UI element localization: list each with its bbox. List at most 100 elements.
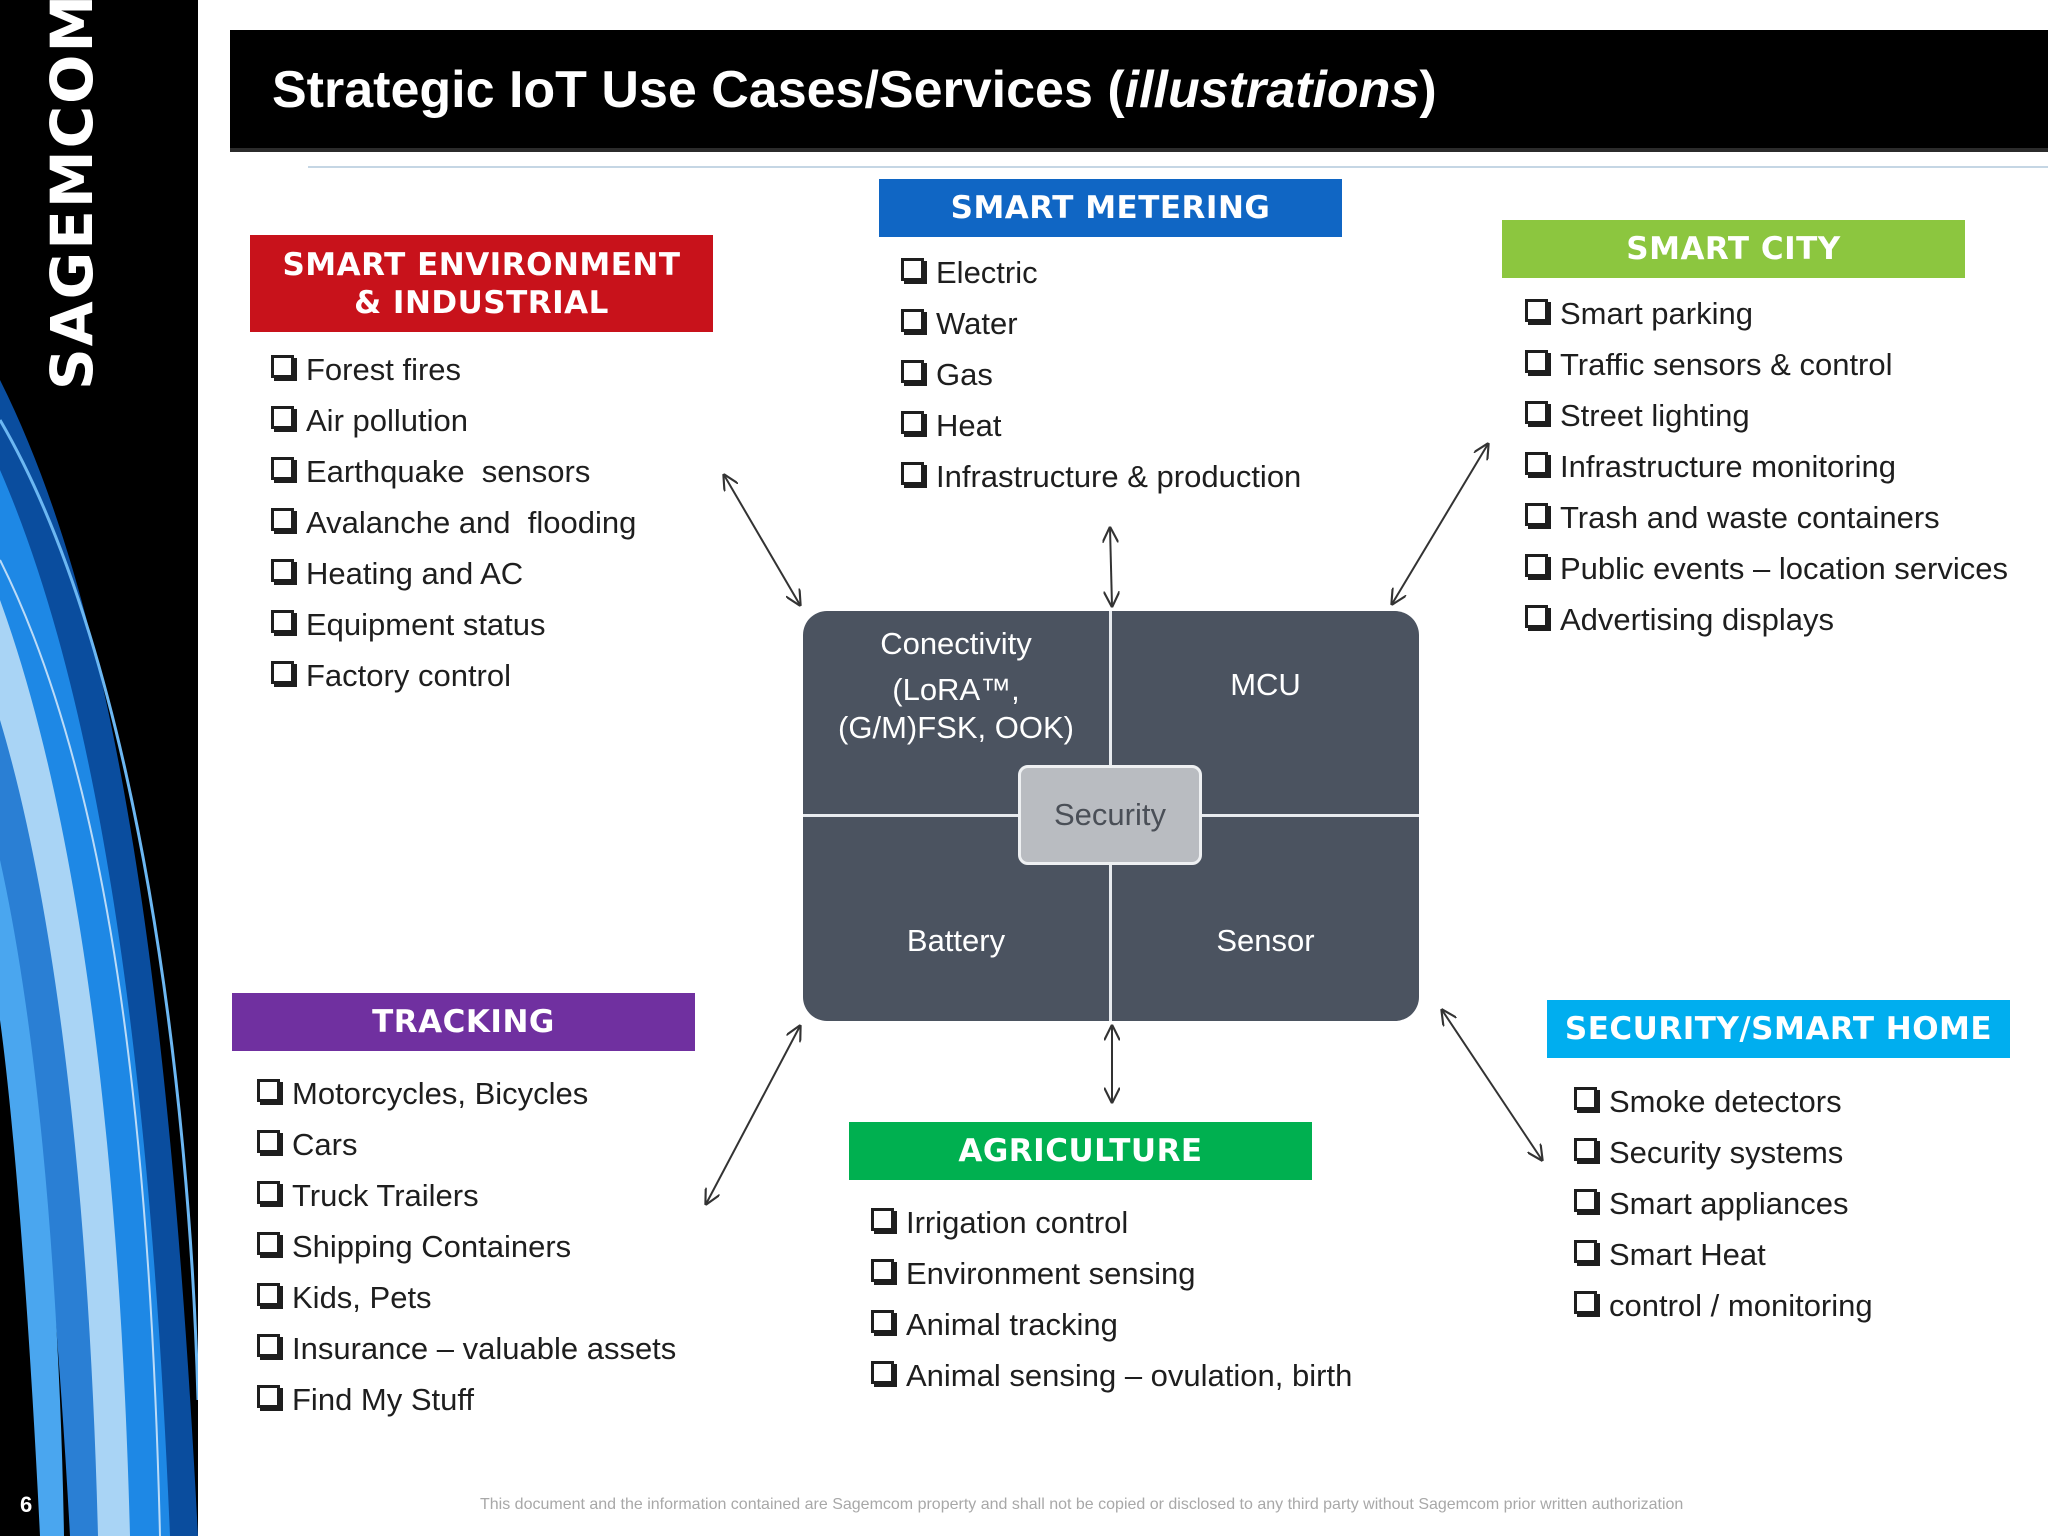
- checkbox-icon: [1525, 401, 1548, 424]
- list-item: Insurance – valuable assets: [257, 1323, 676, 1374]
- arrow-tracking: [706, 1026, 800, 1204]
- checkbox-icon: [271, 559, 294, 582]
- list-item: Kids, Pets: [257, 1272, 676, 1323]
- checkbox-icon: [871, 1259, 894, 1282]
- checkbox-icon: [271, 406, 294, 429]
- smart-city-header: SMART CITY: [1502, 220, 1965, 278]
- tracking-list: Motorcycles, Bicycles Cars Truck Trailer…: [257, 1068, 676, 1425]
- mcu-label: MCU: [1230, 667, 1301, 702]
- list-item: Environment sensing: [871, 1248, 1352, 1299]
- checkbox-icon: [871, 1208, 894, 1231]
- list-item: Find My Stuff: [257, 1374, 676, 1425]
- list-item: Earthquake sensors: [271, 446, 636, 497]
- checkbox-icon: [257, 1130, 280, 1153]
- page-title: Strategic IoT Use Cases/Services (illust…: [272, 61, 1437, 119]
- page-number: 6: [20, 1492, 33, 1517]
- header-line: & INDUSTRIAL: [354, 284, 609, 321]
- arrow-security-home: [1442, 1010, 1542, 1160]
- list-item: Forest fires: [271, 344, 636, 395]
- checkbox-icon: [1525, 554, 1548, 577]
- checkbox-icon: [1525, 299, 1548, 322]
- checkbox-icon: [257, 1181, 280, 1204]
- smart-environment-header: SMART ENVIRONMENT & INDUSTRIAL: [250, 235, 713, 332]
- checkbox-icon: [901, 462, 924, 485]
- brand-sidebar: SAGEMCOM 6: [0, 0, 198, 1536]
- list-item: Motorcycles, Bicycles: [257, 1068, 676, 1119]
- list-item: Infrastructure & production: [901, 451, 1301, 502]
- checkbox-icon: [1525, 350, 1548, 373]
- list-item: Heat: [901, 400, 1301, 451]
- battery-label: Battery: [906, 923, 1006, 958]
- header-line: SMART ENVIRONMENT: [282, 246, 681, 283]
- checkbox-icon: [257, 1385, 280, 1408]
- checkbox-icon: [901, 411, 924, 434]
- security-label: Security: [1018, 765, 1202, 865]
- agriculture-list: Irrigation control Environment sensing A…: [871, 1197, 1352, 1401]
- list-item: Truck Trailers: [257, 1170, 676, 1221]
- list-item: Smart parking: [1525, 288, 2008, 339]
- title-bar: Strategic IoT Use Cases/Services (illust…: [230, 30, 2048, 152]
- list-item: Smart Heat: [1574, 1229, 1873, 1280]
- list-item: control / monitoring: [1574, 1280, 1873, 1331]
- checkbox-icon: [257, 1334, 280, 1357]
- checkbox-icon: [1574, 1291, 1597, 1314]
- list-item: Factory control: [271, 650, 636, 701]
- tracking-header: TRACKING: [232, 993, 695, 1051]
- list-item: Infrastructure monitoring: [1525, 441, 2008, 492]
- checkbox-icon: [901, 360, 924, 383]
- security-smart-home-header: SECURITY/SMART HOME: [1547, 1000, 2010, 1058]
- arrow-environment: [724, 475, 800, 605]
- list-item: Equipment status: [271, 599, 636, 650]
- smart-environment-list: Forest fires Air pollution Earthquake se…: [271, 344, 636, 701]
- list-item: Water: [901, 298, 1301, 349]
- title-divider: [308, 166, 2048, 168]
- checkbox-icon: [1574, 1138, 1597, 1161]
- checkbox-icon: [1525, 503, 1548, 526]
- sensor-label: Sensor: [1216, 923, 1315, 958]
- arrow-metering: [1110, 528, 1112, 606]
- list-item: Gas: [901, 349, 1301, 400]
- decorative-swoosh: [0, 380, 198, 1536]
- checkbox-icon: [871, 1361, 894, 1384]
- list-item: Shipping Containers: [257, 1221, 676, 1272]
- checkbox-icon: [257, 1079, 280, 1102]
- list-item: Cars: [257, 1119, 676, 1170]
- checkbox-icon: [1574, 1087, 1597, 1110]
- list-item: Heating and AC: [271, 548, 636, 599]
- list-item: Smoke detectors: [1574, 1076, 1873, 1127]
- checkbox-icon: [1525, 452, 1548, 475]
- legal-footer: This document and the information contai…: [480, 1496, 1684, 1513]
- list-item: Animal sensing – ovulation, birth: [871, 1350, 1352, 1401]
- checkbox-icon: [901, 258, 924, 281]
- checkbox-icon: [1525, 605, 1548, 628]
- checkbox-icon: [901, 309, 924, 332]
- security-smart-home-list: Smoke detectors Security systems Smart a…: [1574, 1076, 1873, 1331]
- checkbox-icon: [257, 1283, 280, 1306]
- checkbox-icon: [271, 508, 294, 531]
- checkbox-icon: [257, 1232, 280, 1255]
- list-item: Electric: [901, 247, 1301, 298]
- list-item: Animal tracking: [871, 1299, 1352, 1350]
- list-item: Irrigation control: [871, 1197, 1352, 1248]
- list-item: Public events – location services: [1525, 543, 2008, 594]
- list-item: Security systems: [1574, 1127, 1873, 1178]
- checkbox-icon: [271, 457, 294, 480]
- smart-city-list: Smart parking Traffic sensors & control …: [1525, 288, 2008, 645]
- smart-metering-list: Electric Water Gas Heat Infrastructure &…: [901, 247, 1301, 502]
- checkbox-icon: [271, 355, 294, 378]
- list-item: Air pollution: [271, 395, 636, 446]
- arrow-city: [1392, 444, 1488, 604]
- checkbox-icon: [271, 661, 294, 684]
- list-item: Advertising displays: [1525, 594, 2008, 645]
- list-item: Avalanche and flooding: [271, 497, 636, 548]
- connectivity-label: Conectivity (LoRA™, (G/M)FSK, OOK): [838, 626, 1074, 745]
- smart-metering-header: SMART METERING: [879, 179, 1342, 237]
- agriculture-header: AGRICULTURE: [849, 1122, 1312, 1180]
- checkbox-icon: [1574, 1240, 1597, 1263]
- list-item: Traffic sensors & control: [1525, 339, 2008, 390]
- list-item: Street lighting: [1525, 390, 2008, 441]
- iot-module-diagram: Conectivity (LoRA™, (G/M)FSK, OOK) MCU B…: [803, 611, 1419, 1021]
- checkbox-icon: [871, 1310, 894, 1333]
- checkbox-icon: [271, 610, 294, 633]
